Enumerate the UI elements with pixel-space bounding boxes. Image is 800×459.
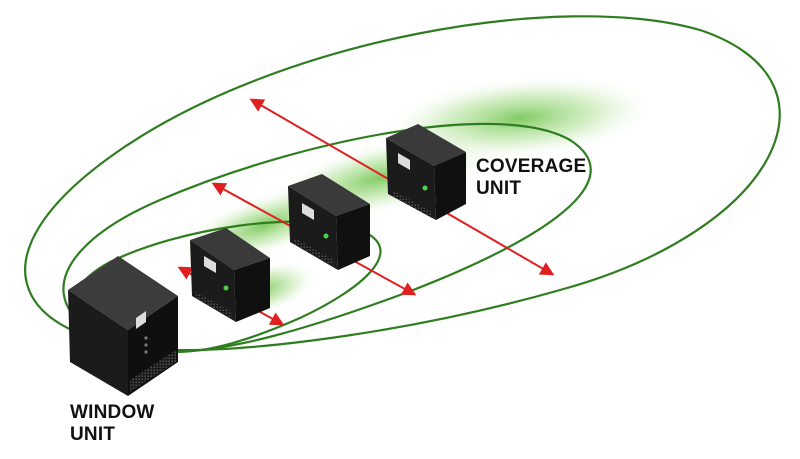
status-led-icon [144,336,148,340]
status-led-icon [144,343,148,347]
coverage-unit-near [190,228,270,322]
wireless-logo-icon [136,311,146,329]
vent-grille [130,350,176,392]
wireless-logo-icon [398,153,410,170]
vent-grille [392,190,432,218]
wireless-logo-icon [302,203,314,220]
status-led-icon [223,285,229,291]
coverage-unit-far [386,124,466,220]
coverage-label-line1: COVERAGE [476,156,587,177]
window-unit-label: WINDOW UNIT [70,402,155,446]
coverage-ring-outer [24,15,781,352]
coverage-unit-label: COVERAGE UNIT [476,156,586,200]
window-label-line2: UNIT [70,424,116,445]
vent-grille [196,292,232,318]
status-led-icon [422,185,428,191]
coverage-label-line2: UNIT [476,178,522,199]
vent-grille [294,238,334,266]
status-led-icon [323,233,329,239]
wireless-logo-icon [204,256,216,273]
window-unit [68,256,178,396]
status-led-icon [144,350,148,354]
window-label-line1: WINDOW [70,402,155,423]
coverage-unit-middle [288,174,370,270]
